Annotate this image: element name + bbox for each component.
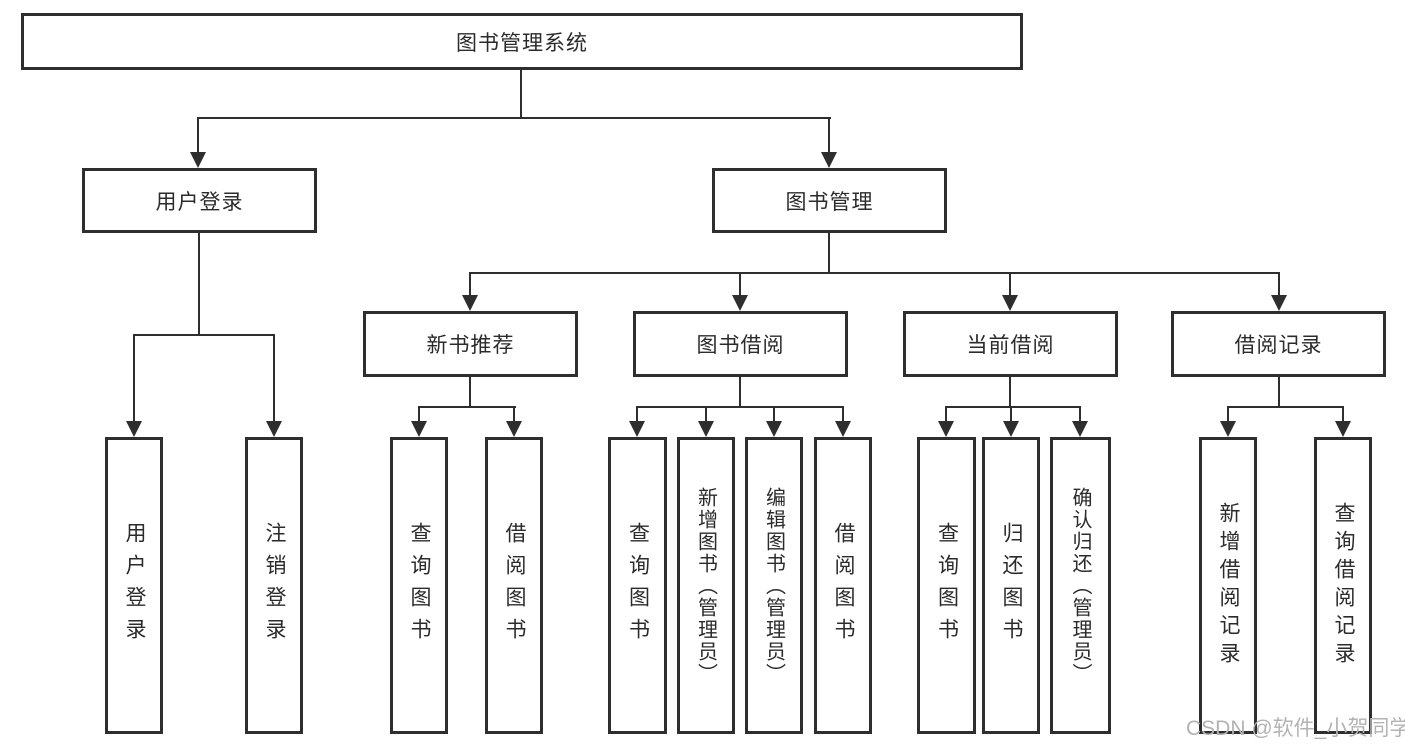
connector-line xyxy=(469,272,1280,274)
arrow-down-icon xyxy=(1220,421,1236,437)
leaf-return-books: 归还图书 xyxy=(982,437,1040,734)
arrow-down-icon xyxy=(126,421,142,437)
leaf-query-books-recommend: 查询图书 xyxy=(390,437,448,734)
arrow-down-icon xyxy=(821,152,837,168)
connector-line xyxy=(418,406,516,408)
connector-line xyxy=(513,406,515,423)
connector-line xyxy=(828,117,830,155)
connector-line xyxy=(469,272,471,298)
connector-line xyxy=(1009,377,1011,408)
leaf-query-books-borrowing: 查询图书 xyxy=(608,437,667,734)
leaf-label: 用户登录 xyxy=(123,521,146,650)
arrow-down-icon xyxy=(266,421,282,437)
connector-line xyxy=(945,406,947,423)
connector-line xyxy=(1278,377,1280,408)
connector-line xyxy=(133,334,135,423)
leaf-label: 借阅图书 xyxy=(503,521,526,650)
leaf-label: 查询图书 xyxy=(408,521,431,650)
arrow-down-icon xyxy=(938,421,954,437)
connector-line xyxy=(636,406,844,408)
node-borrowing-records: 借阅记录 xyxy=(1171,311,1386,377)
leaf-label: 新增图书（管理员） xyxy=(694,486,717,685)
leaf-label: 新增借阅记录 xyxy=(1217,501,1240,670)
leaf-query-borrow-record: 查询借阅记录 xyxy=(1314,437,1372,734)
connector-line xyxy=(273,334,275,423)
leaf-add-books-admin: 新增图书（管理员） xyxy=(677,437,735,734)
arrow-down-icon xyxy=(1335,421,1351,437)
connector-line xyxy=(1010,406,1012,423)
connector-line xyxy=(842,406,844,423)
node-current-borrowing: 当前借阅 xyxy=(903,311,1118,377)
arrow-down-icon xyxy=(1072,421,1088,437)
connector-line xyxy=(520,70,522,118)
leaf-label: 确认归还（管理员） xyxy=(1069,486,1091,685)
csdn-watermark: CSDN @软件_小贺同学 xyxy=(1186,717,1405,740)
connector-line xyxy=(773,406,775,423)
arrow-down-icon xyxy=(411,421,427,437)
connector-line xyxy=(705,406,707,423)
node-book-management: 图书管理 xyxy=(712,168,947,233)
connector-line xyxy=(1009,272,1011,298)
leaf-confirm-return-admin: 确认归还（管理员） xyxy=(1050,437,1111,734)
connector-line xyxy=(1342,406,1344,423)
connector-line xyxy=(133,334,275,336)
arrow-down-icon xyxy=(698,421,714,437)
connector-line xyxy=(197,117,831,119)
connector-line xyxy=(739,377,741,408)
node-root-library-system: 图书管理系统 xyxy=(21,13,1023,70)
node-label: 当前借阅 xyxy=(966,334,1055,357)
connector-line xyxy=(636,406,638,423)
leaf-label: 注销登录 xyxy=(263,521,286,650)
leaf-label: 查询图书 xyxy=(935,521,959,650)
connector-line xyxy=(828,233,830,274)
arrow-down-icon xyxy=(835,421,851,437)
node-book-borrowing: 图书借阅 xyxy=(633,311,848,377)
arrow-down-icon xyxy=(1002,295,1018,311)
arrow-down-icon xyxy=(629,421,645,437)
node-label: 图书管理 xyxy=(785,190,874,214)
leaf-label: 归还图书 xyxy=(1000,521,1023,650)
connector-line xyxy=(1227,406,1344,408)
leaf-borrow-books-borrowing: 借阅图书 xyxy=(814,437,872,734)
leaf-user-login: 用户登录 xyxy=(105,437,163,734)
connector-line xyxy=(197,117,199,155)
node-new-book-recommend: 新书推荐 xyxy=(363,311,578,377)
leaf-edit-books-admin: 编辑图书（管理员） xyxy=(745,437,803,734)
arrow-down-icon xyxy=(1271,295,1287,311)
connector-line xyxy=(945,406,1081,408)
node-label: 用户登录 xyxy=(155,190,244,214)
arrow-down-icon xyxy=(506,421,522,437)
node-label: 图书借阅 xyxy=(696,334,785,357)
connector-line xyxy=(1227,406,1229,423)
arrow-down-icon xyxy=(732,295,748,311)
node-user-login: 用户登录 xyxy=(82,168,317,233)
leaf-logout: 注销登录 xyxy=(245,437,303,734)
connector-line xyxy=(198,233,200,336)
connector-line xyxy=(418,406,420,423)
leaf-query-books-current: 查询图书 xyxy=(917,437,976,734)
node-label: 图书管理系统 xyxy=(456,31,588,55)
node-label: 新书推荐 xyxy=(426,334,515,357)
connector-line xyxy=(739,272,741,298)
leaf-add-borrow-record: 新增借阅记录 xyxy=(1199,437,1257,734)
arrow-down-icon xyxy=(190,152,206,168)
leaf-borrow-books-recommend: 借阅图书 xyxy=(485,437,543,734)
leaf-label: 查询图书 xyxy=(626,521,650,650)
leaf-label: 编辑图书（管理员） xyxy=(762,486,785,685)
arrow-down-icon xyxy=(1003,421,1019,437)
arrow-down-icon xyxy=(766,421,782,437)
connector-line xyxy=(1079,406,1081,423)
leaf-label: 查询借阅记录 xyxy=(1332,501,1355,670)
leaf-label: 借阅图书 xyxy=(832,521,855,650)
connector-line xyxy=(469,377,471,408)
connector-line xyxy=(1278,272,1280,298)
arrow-down-icon xyxy=(462,295,478,311)
node-label: 借阅记录 xyxy=(1234,334,1323,357)
